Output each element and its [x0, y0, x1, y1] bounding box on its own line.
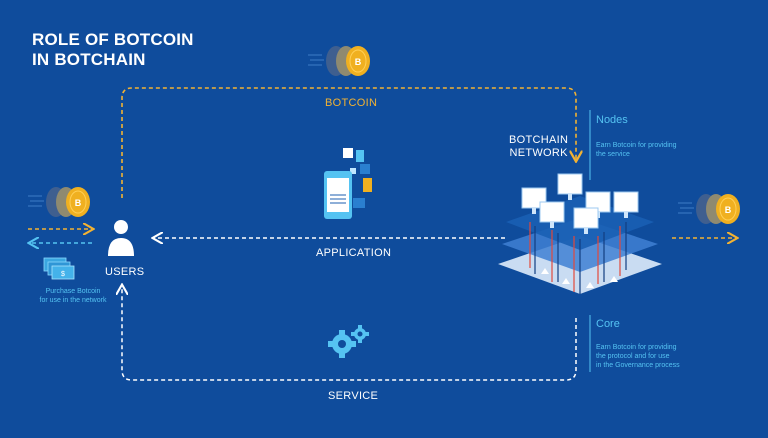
coin-icon: B — [308, 46, 370, 76]
nodes-desc-line-2: the service — [596, 151, 630, 158]
service-label: SERVICE — [328, 390, 379, 402]
coin-icon: B — [678, 194, 740, 224]
nodes-heading: Nodes — [596, 114, 628, 126]
core-heading: Core — [596, 318, 620, 330]
network-illustration — [498, 173, 662, 294]
coin-icon: B — [28, 187, 90, 217]
svg-text:B: B — [75, 198, 82, 208]
svg-text:$: $ — [61, 271, 65, 278]
core-description: Earn Botcoin for providing the protocol … — [596, 343, 706, 370]
computer-monitor-icon — [539, 201, 565, 228]
core-desc-line-2: the protocol and for use — [596, 353, 670, 360]
phone-app-icon — [324, 148, 372, 219]
purchase-line-1: Purchase Botcoin — [45, 288, 101, 295]
application-label: APPLICATION — [316, 247, 392, 259]
title-line-2: IN BOTCHAIN — [32, 50, 146, 69]
page-title: ROLE OF BOTCOIN IN BOTCHAIN — [32, 30, 194, 70]
purchase-note: Purchase Botcoin for use in the network — [28, 287, 118, 305]
nodes-description: Earn Botcoin for providing the service — [596, 141, 696, 159]
title-line-1: ROLE OF BOTCOIN — [32, 30, 194, 49]
botcoin-label: BOTCOIN — [325, 97, 378, 109]
computer-monitor-icon — [573, 207, 599, 234]
cash-icon: $ — [43, 257, 75, 280]
user-icon — [108, 220, 134, 256]
network-label-line-1: BOTCHAIN — [509, 134, 569, 146]
computer-monitor-icon — [557, 173, 583, 200]
svg-text:B: B — [725, 205, 732, 215]
network-label-line-2: NETWORK — [509, 147, 568, 159]
nodes-desc-line-1: Earn Botcoin for providing — [596, 142, 677, 149]
gears-icon — [328, 325, 369, 358]
botcoin-flow-line — [121, 87, 576, 198]
purchase-line-2: for use in the network — [39, 297, 107, 304]
svg-text:B: B — [355, 57, 362, 67]
core-desc-line-1: Earn Botcoin for providing — [596, 344, 677, 351]
computer-monitor-icon — [613, 191, 639, 218]
users-label: USERS — [105, 266, 145, 278]
network-label: BOTCHAIN NETWORK — [509, 134, 568, 160]
service-flow-line — [122, 286, 577, 381]
core-desc-line-3: in the Governance process — [596, 362, 680, 369]
